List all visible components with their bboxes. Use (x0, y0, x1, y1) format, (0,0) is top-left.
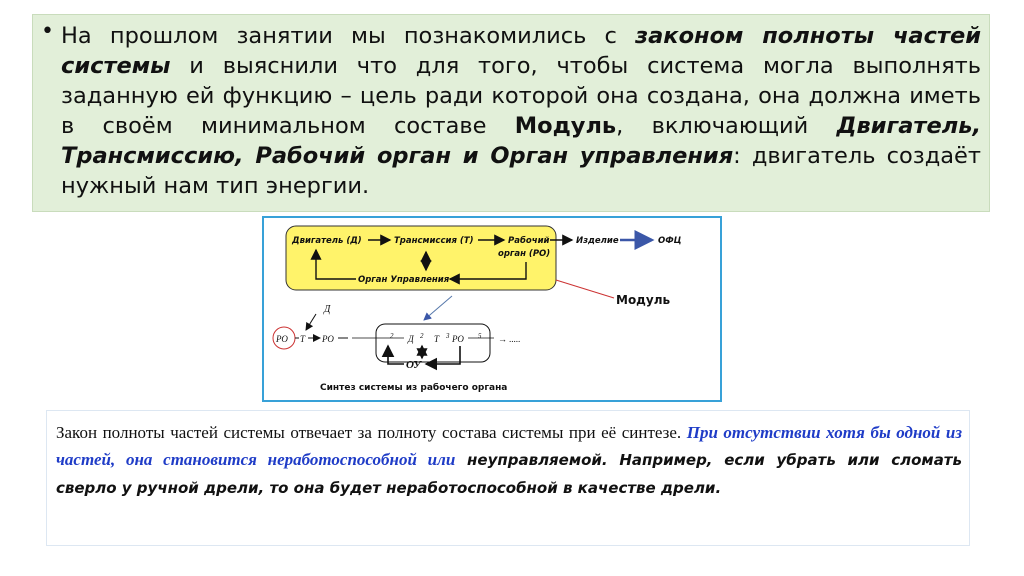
law-statement: Закон полноты частей системы отвечает за… (56, 423, 687, 442)
chain-num-4: 5 (478, 332, 482, 340)
law-description: Закон полноты частей системы отвечает за… (56, 419, 962, 502)
intro-text-1: На прошлом занятии мы познакомились с (61, 23, 636, 49)
chain-po-1: РО (275, 334, 288, 344)
chain-po-3: РО (451, 334, 464, 344)
law-consequence: При отсутствии хотя бы одной из частей, … (56, 423, 962, 469)
ofc-label: ОФЦ (658, 236, 682, 246)
control-organ-label: Орган Управления (358, 275, 450, 285)
chain-dots: → ..... (498, 334, 521, 344)
module-term: Модуль (514, 113, 617, 139)
parts-list: Двигатель, Трансмиссию, Рабочий орган и … (61, 113, 981, 169)
diagram-svg: Двигатель (Д) Трансмиссия (Т) Рабочий ор… (272, 225, 682, 393)
intro-panel: • На прошлом занятии мы познакомились с … (32, 14, 990, 212)
chain-t-1: Т (300, 334, 306, 344)
intro-text-4: : двигатель создаёт нужный нам тип энерг… (61, 143, 981, 199)
work-organ-label-1: Рабочий (508, 235, 550, 246)
chain-po-2: РО (321, 334, 334, 344)
diagram-caption: Синтез системы из рабочего органа (320, 382, 507, 393)
chain-d-letter: Д (323, 304, 331, 315)
module-pointer-label: Модуль (616, 293, 670, 307)
law-name: законом полноты частей системы (61, 23, 981, 79)
transmission-label: Трансмиссия (Т) (394, 236, 474, 246)
chain-num-3: 3 (445, 332, 450, 340)
chain-t-2: Т (434, 334, 440, 344)
module-diagram: Двигатель (Д) Трансмиссия (Т) Рабочий ор… (262, 216, 722, 402)
intro-text-2: и выяснили что для того, чтобы система м… (61, 53, 981, 139)
chain-d-2: Д (407, 334, 415, 344)
bullet-marker: • (41, 19, 54, 44)
work-organ-label-2: орган (РО) (498, 249, 550, 259)
product-label: Изделие (576, 236, 619, 246)
chain-oy: ОУ (406, 359, 422, 371)
engine-label: Двигатель (Д) (291, 236, 362, 246)
law-description-panel: Закон полноты частей системы отвечает за… (46, 410, 970, 546)
law-example: неуправляемой. Например, если убрать или… (56, 451, 962, 497)
chain-num-2: 2 (420, 332, 424, 340)
intro-paragraph: На прошлом занятии мы познакомились с за… (61, 21, 981, 201)
chain-num-1: 2 (390, 332, 394, 340)
intro-text-3: , включающий (616, 113, 837, 139)
